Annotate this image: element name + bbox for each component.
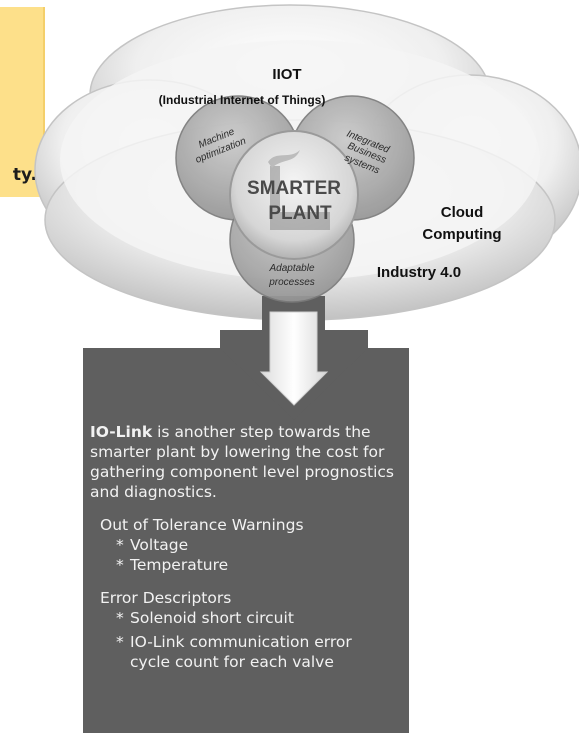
io-link-error-item: IO-Link communication error <box>130 633 352 651</box>
bullet-star-icon: * <box>116 536 124 554</box>
io-link-error-cont: cycle count for each valve <box>130 653 334 671</box>
cloud-computing-label-line2: Computing <box>422 226 501 243</box>
info-panel <box>83 348 409 733</box>
panel-text: IO-Link is another step towards the smar… <box>90 422 408 672</box>
smarter-label: SMARTER <box>247 178 341 199</box>
list-item: * Voltage <box>116 535 408 555</box>
temperature-item: Temperature <box>130 556 229 574</box>
io-link-strong: IO-Link <box>90 423 153 441</box>
list-item: * Solenoid short circuit <box>116 608 408 628</box>
error-title: Error Descriptors <box>100 589 232 607</box>
left-note: ty. <box>0 7 45 197</box>
industry-label: Industry 4.0 <box>377 264 461 281</box>
short-circuit-item: Solenoid short circuit <box>130 609 294 627</box>
bullet-star-icon: * <box>116 556 124 574</box>
iiot-title: IIOT <box>272 66 301 83</box>
list-item: * Temperature <box>116 555 408 575</box>
plant-label: PLANT <box>268 203 332 224</box>
panel-lead: IO-Link is another step towards the smar… <box>90 422 408 502</box>
left-note-fragment: ty. <box>12 165 37 185</box>
down-arrow-icon <box>259 311 329 406</box>
adaptable-label-line1: Adaptable <box>268 263 314 274</box>
cloud-computing-label-line1: Cloud <box>441 204 484 221</box>
tolerance-group: Out of Tolerance Warnings * Voltage * Temp… <box>90 515 408 575</box>
iiot-subtitle: (Industrial Internet of Things) <box>159 93 326 107</box>
adaptable-label-line2: processes <box>268 277 315 288</box>
factory-icon <box>268 150 330 230</box>
list-item: * IO-Link communication error cycle count… <box>116 632 408 672</box>
tolerance-title: Out of Tolerance Warnings <box>100 516 304 534</box>
voltage-item: Voltage <box>130 536 189 554</box>
bullet-star-icon: * <box>116 633 124 651</box>
panel-lead-rest: is another step towards the smarter plan… <box>90 423 394 501</box>
error-group: Error Descriptors * Solenoid short circui… <box>90 588 408 672</box>
bullet-star-icon: * <box>116 609 124 627</box>
